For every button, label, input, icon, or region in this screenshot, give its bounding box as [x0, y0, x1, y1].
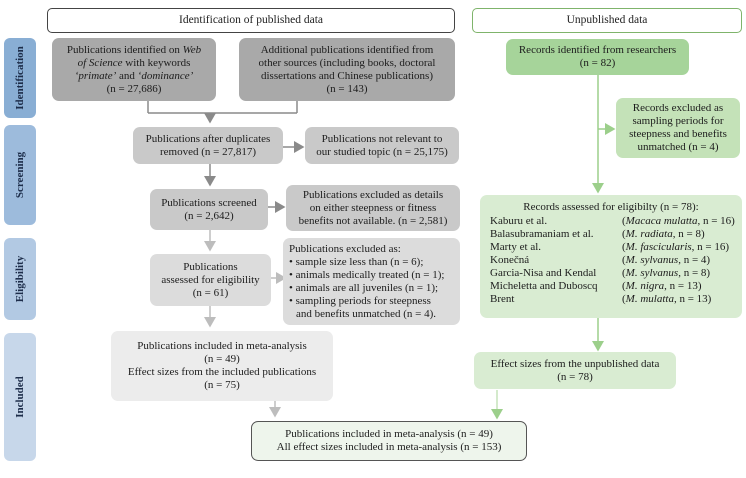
header-unpublished: Unpublished data — [472, 8, 742, 33]
box-records-excluded: Records excluded as sampling periods for… — [616, 98, 740, 158]
box-assessed-eligibility: Publications assessed for eligibility (n… — [150, 254, 271, 306]
box-wos-publications: Publications identified on Web of Scienc… — [52, 38, 216, 101]
box-excluded-reasons: Publications excluded as: • sample size … — [283, 238, 460, 325]
records-table: Kaburu et al.(Macaca mulatta, n = 16) Ba… — [490, 215, 735, 305]
box-records-assessed: Records assessed for eligibilty (n = 78)… — [480, 195, 742, 318]
box-excluded-details: Publications excluded as details on eith… — [286, 185, 460, 231]
stage-eligibility: Eligibility — [4, 238, 36, 320]
box-after-duplicates: Publications after duplicates removed (n… — [133, 127, 283, 164]
box-screened: Publications screened (n = 2,642) — [150, 189, 268, 230]
stage-included: Included — [4, 333, 36, 461]
box-additional-publications: Additional publications identified from … — [239, 38, 455, 101]
stage-screening: Screening — [4, 125, 36, 225]
box-records-researchers: Records identified from researchers (n =… — [506, 39, 689, 75]
box-not-relevant: Publications not relevant to our studied… — [305, 127, 459, 164]
stage-identification: Identification — [4, 38, 36, 118]
box-final-included: Publications included in meta-analysis (… — [251, 421, 527, 461]
box-published-included: Publications included in meta-analysis (… — [111, 331, 333, 401]
box-unpublished-effect-sizes: Effect sizes from the unpublished data (… — [474, 352, 676, 389]
header-published: Identification of published data — [47, 8, 455, 33]
